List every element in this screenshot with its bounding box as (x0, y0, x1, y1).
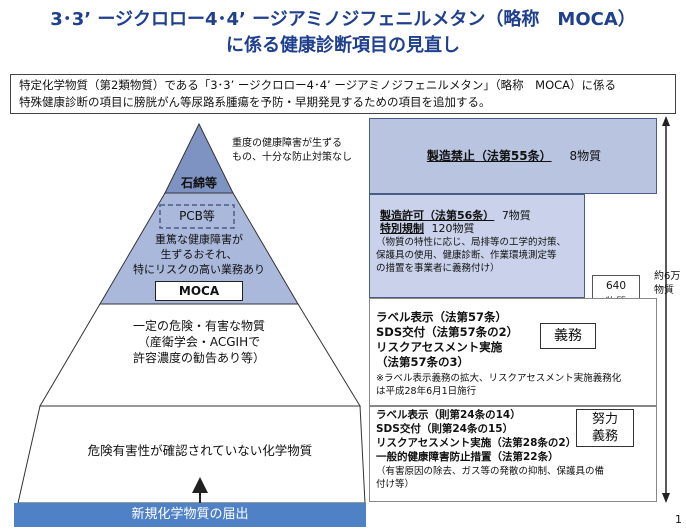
effort-line4: 一般的健康障害防止措置（法第22条） (376, 451, 559, 463)
gimu-label: 義務 (540, 323, 596, 349)
ban-label: 製造禁止（法第55条） (426, 149, 552, 163)
page-number: 1 (675, 513, 682, 526)
tier2-text: 重篤な健康障害が 生ずるおそれ、 特にリスクの高い業務あり (118, 232, 280, 277)
tier2-line2: 生ずるおそれ、 (160, 248, 238, 261)
tier2-line1: 重篤な健康障害が (155, 233, 243, 246)
special-desc: （物質の特性に応じ、局排等の工学的対策、 保護具の使用、健康診断、作業環境測定等… (376, 236, 584, 275)
label-duty-note-line2: は平成28年6月1日施行 (376, 386, 477, 397)
special-line: 特別規制 120物質 (380, 221, 580, 236)
effort-desc: （有害原因の除去、ガス等の発散の抑制、保護具の備 付け等） (376, 465, 656, 491)
label-duty-line2: SDS交付（法第57条の2） (376, 325, 519, 339)
label-duty-line3: リスクアセスメント実施 (376, 340, 503, 354)
label-duty-box (369, 298, 657, 406)
special-desc-line1: （物質の特性に応じ、局排等の工学的対策、 (376, 237, 567, 248)
total-line1: 約6万 (654, 271, 681, 282)
tier2-line3: 特にリスクの高い業務あり (133, 263, 265, 276)
permit-box (369, 194, 585, 298)
effort-desc-line2: 付け等） (376, 479, 415, 490)
effort-line2: SDS交付（則第24条の15） (376, 423, 514, 435)
special-count: 120物質 (431, 222, 475, 235)
count-640-num: 640 (605, 280, 627, 292)
effort-line3: リスクアセスメント実施（法第28条の2） (376, 437, 577, 449)
title-line2: に係る健康診断項目の見直し (226, 35, 460, 56)
bottom-label: 新規化学物質の届出 (131, 507, 249, 522)
severe-note: 重度の健康障害が生ずる もの、十分な防止対策なし (232, 137, 367, 165)
doryoku-label: 努力 義務 (576, 409, 634, 447)
label-duty-note-line1: ※ラベル表示義務の拡大、リスクアセスメント実施義務化 (376, 373, 622, 384)
ban-box: 製造禁止（法第55条） 8物質 (369, 118, 657, 194)
effort-desc-line1: （有害原因の除去、ガス等の発散の抑制、保護具の備 (376, 466, 605, 477)
intro-line2: 特殊健康診断の項目に膀胱がん等尿路系腫瘍を予防・早期発見するための項目を追加する… (19, 95, 491, 109)
intro-line1: 特定化学物質（第2類物質）である「3･3’ ージクロロー4･4’ ージアミノジフ… (19, 78, 617, 92)
label-duty-text: ラベル表示（法第57条） SDS交付（法第57条の2） リスクアセスメント実施 … (376, 310, 546, 370)
title-line1: 3･3’ ージクロロー4･4’ ージアミノジフェニルメタン（略称 MOCA） (50, 9, 636, 30)
permit-line: 製造許可（法第56条） 7物質 (380, 208, 580, 223)
label-duty-line1: ラベル表示（法第57条） (376, 310, 508, 324)
tier3-line1: 一定の危険・有害な物質 (132, 319, 265, 333)
bottom-bar (14, 503, 366, 527)
ban-count: 8物質 (569, 149, 602, 163)
moca-label: MOCA (155, 281, 243, 301)
severe-note-line1: 重度の健康障害が生ずる (232, 138, 342, 149)
pcb-label: PCB等 (179, 209, 215, 223)
special-label: 特別規制 (380, 222, 424, 235)
label-duty-line4: （法第57条の3） (376, 355, 470, 369)
permit-count: 7物質 (501, 209, 531, 222)
special-desc-line2: 保護具の使用、健康診断、作業環境測定等 (376, 250, 557, 261)
tier3-line3: 許容濃度の勧告あり等） (132, 351, 265, 365)
pcb-dashed-box (159, 204, 235, 229)
special-desc-line3: の措置を事業者に義務付け） (376, 263, 500, 274)
top-label: 石綿等 (180, 176, 217, 190)
doryoku-line1: 努力 (591, 412, 618, 427)
intro-box: 特定化学物質（第2類物質）である「3･3’ ージクロロー4･4’ ージアミノジフ… (10, 74, 676, 114)
tier3-line2: （産衛学会・ACGIHで (137, 335, 261, 349)
label-duty-note: ※ラベル表示義務の拡大、リスクアセスメント実施義務化 は平成28年6月1日施行 (376, 372, 658, 398)
permit-label: 製造許可（法第56条） (380, 209, 495, 222)
effort-text: ラベル表示（則第24条の14） SDS交付（則第24条の15） リスクアセスメン… (376, 408, 596, 464)
total-arrow-up (662, 116, 670, 126)
severe-note-line2: もの、十分な防止対策なし (232, 152, 352, 163)
total-arrow-down (662, 493, 670, 503)
total-label: 約6万 物質 (654, 270, 686, 298)
tier4-text: 危険有害性が確認されていない化学物質 (87, 443, 313, 458)
ban-text: 製造禁止（法第55条） 8物質 (370, 149, 658, 164)
effort-line1: ラベル表示（則第24条の14） (376, 409, 521, 421)
doryoku-line2: 義務 (591, 429, 618, 444)
tier3-text: 一定の危険・有害な物質 （産衛学会・ACGIHで 許容濃度の勧告あり等） (100, 318, 298, 366)
total-line2: 物質 (654, 285, 674, 296)
